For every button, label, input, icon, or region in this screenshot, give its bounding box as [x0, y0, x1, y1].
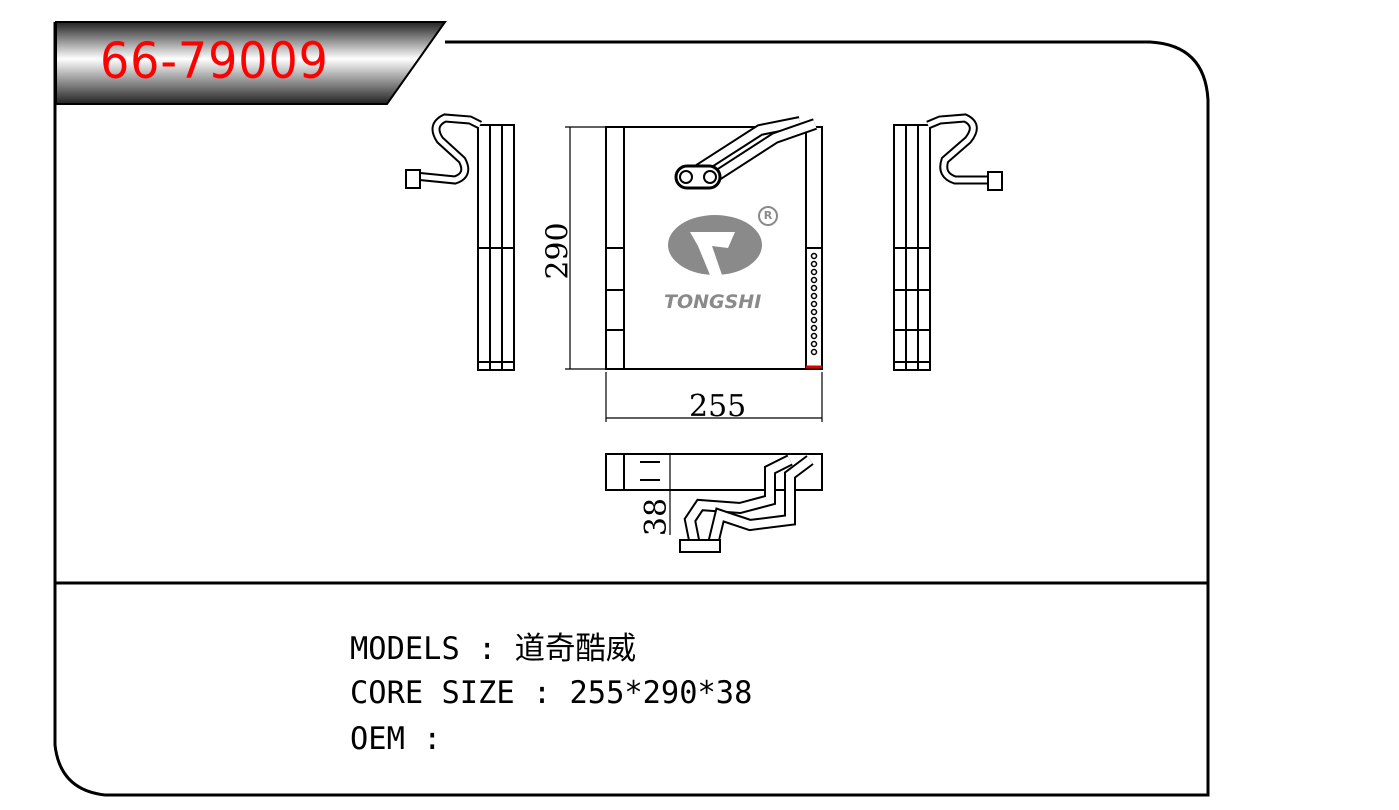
dimension-depth: 38 — [639, 497, 675, 537]
spec-models: MODELS : 道奇酷威 — [350, 631, 637, 667]
side-view-left — [405, 113, 515, 371]
title-band — [55, 21, 447, 105]
border — [53, 22, 1210, 797]
dimension-height: 290 — [540, 222, 576, 280]
spec-core-size: CORE SIZE : 255*290*38 — [350, 675, 753, 711]
front-view — [605, 116, 823, 370]
part-number: 66-79009 — [100, 32, 329, 90]
registered-mark: R — [758, 206, 778, 226]
top-view — [605, 453, 823, 553]
logo-text: TONGSHI — [664, 291, 762, 313]
side-view-right — [893, 113, 1003, 371]
spec-oem: OEM : — [350, 721, 442, 757]
dimension-width: 255 — [689, 389, 747, 424]
dimension-lines — [565, 126, 823, 535]
